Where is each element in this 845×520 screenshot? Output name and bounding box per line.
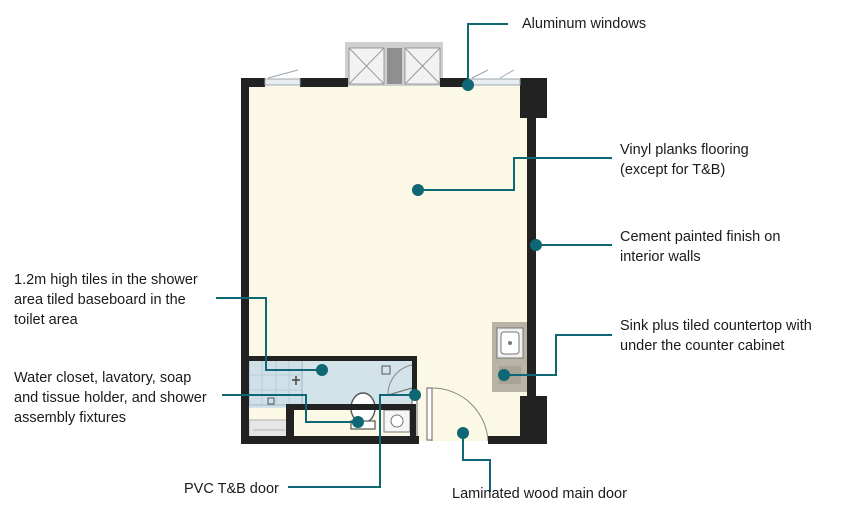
leader-walls-dot [530,239,542,251]
counter [492,322,529,392]
callout-pvc-door: PVC T&B door [184,479,279,499]
callout-sink: Sink plus tiled countertop with under th… [620,316,812,356]
leader-tiles [216,297,322,371]
leader-fixtures-dot [352,416,364,428]
callout-walls-line: Cement painted finish on [620,229,781,245]
leader-main-door-dot [457,427,469,439]
leader-sink-dot [498,369,510,381]
callout-walls: Cement painted finish on interior walls [620,227,780,267]
callout-main-door-line: Laminated wood main door [452,486,627,502]
callout-tiles-line: toilet area [14,312,78,328]
callout-flooring-line: (except for T&B) [620,162,726,178]
callout-sink-line: Sink plus tiled countertop with [620,318,812,334]
callout-tiles-line: 1.2m high tiles in the shower [14,272,198,288]
callout-walls-line: interior walls [620,249,701,265]
callout-sink-line: under the counter cabinet [620,338,785,354]
window-bay [345,42,443,86]
callout-fixtures: Water closet, lavatory, soap and tissue … [14,368,207,428]
callout-flooring-line: Vinyl planks flooring [620,142,749,158]
callout-fixtures-line: Water closet, lavatory, soap [14,370,192,386]
callout-main-door: Laminated wood main door [452,484,627,504]
callout-pvc-door-line: PVC T&B door [184,481,279,497]
leader-main-door [462,433,491,492]
callout-windows-line: Aluminum windows [522,16,647,32]
leader-fixtures [222,394,358,423]
callout-tiles-line: area tiled baseboard in the [14,292,186,308]
callout-fixtures-line: assembly fixtures [14,410,127,426]
leader-tiles-dot [316,364,328,376]
callout-tiles: 1.2m high tiles in the shower area tiled… [14,270,198,330]
leader-flooring-dot [412,184,424,196]
leader-lines [216,23,612,492]
callout-windows: Aluminum windows [522,14,646,34]
leader-sink [504,334,612,376]
callout-flooring: Vinyl planks flooring (except for T&B) [620,140,749,180]
leader-windows-dot [462,79,474,91]
leader-flooring [418,157,612,191]
walls [241,78,547,444]
leader-pvc-door-dot [409,389,421,401]
callout-fixtures-line: and tissue holder, and shower [14,390,207,406]
window-frames [264,69,521,86]
main-door [426,387,489,442]
leader-windows [467,23,508,85]
leader-pvc-door [288,394,415,488]
